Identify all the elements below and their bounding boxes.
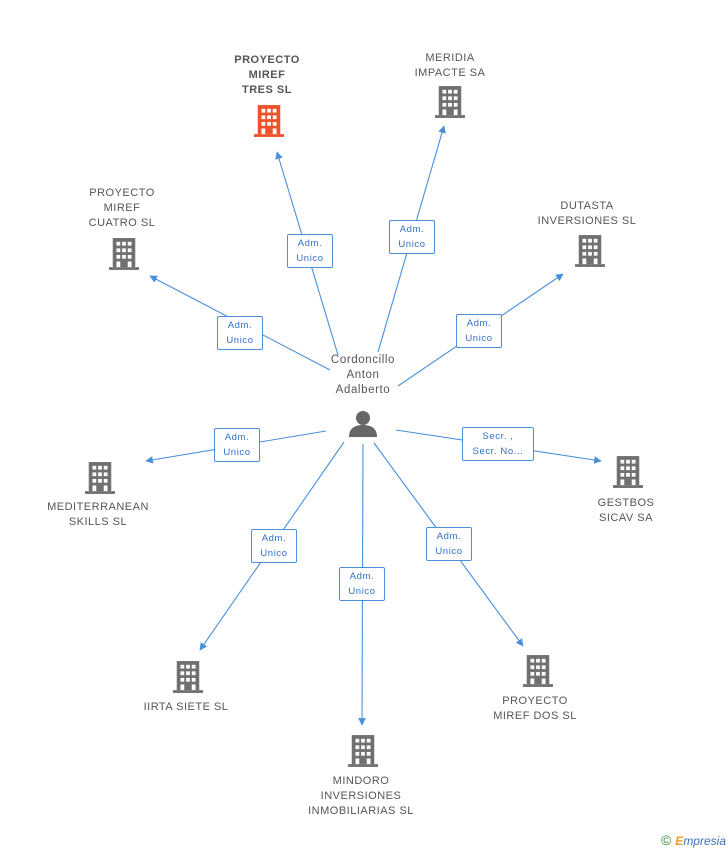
role-badge-proyecto-miref-dos: Adm. Unico: [426, 527, 472, 561]
company-name-meridia[interactable]: MERIDIA IMPACTE SA: [414, 52, 486, 79]
company-name-proyecto-miref-cuatro[interactable]: PROYECTO MIREF CUATRO SL: [88, 187, 156, 229]
role-badge-mediterranean: Adm. Unico: [214, 428, 260, 462]
company-name-proyecto-miref-dos[interactable]: PROYECTO MIREF DOS SL: [493, 695, 577, 722]
role-badge-gestbos: Secr. , Secr. No...: [462, 427, 534, 461]
company-name-mindoro[interactable]: MINDORO INVERSIONES INMOBILIARIAS SL: [308, 775, 414, 817]
person-icon[interactable]: [349, 411, 377, 437]
company-name-proyecto-miref-tres[interactable]: PROYECTO MIREF TRES SL: [234, 54, 300, 96]
role-badge-mindoro: Adm. Unico: [339, 567, 385, 601]
role-badge-iirta: Adm. Unico: [251, 529, 297, 563]
footer-brand: ©Empresia: [661, 832, 726, 848]
role-badge-proyecto-miref-tres: Adm. Unico: [287, 234, 333, 268]
building-icon[interactable]: [348, 735, 378, 767]
brand-name: mpresia: [683, 834, 726, 848]
building-icon[interactable]: [254, 105, 284, 137]
building-icon[interactable]: [435, 86, 465, 118]
building-icon[interactable]: [109, 238, 139, 270]
role-badge-meridia: Adm. Unico: [389, 220, 435, 254]
company-name-dutasta[interactable]: DUTASTA INVERSIONES SL: [537, 200, 637, 227]
role-badge-dutasta: Adm. Unico: [456, 314, 502, 348]
copyright-icon: ©: [660, 832, 672, 848]
role-badge-proyecto-miref-cuatro: Adm. Unico: [217, 316, 263, 350]
building-icon[interactable]: [173, 661, 203, 693]
person-name[interactable]: Cordoncillo Anton Adalberto: [330, 354, 396, 396]
building-icon[interactable]: [613, 456, 643, 488]
company-name-gestbos[interactable]: GESTBOS SICAV SA: [597, 497, 655, 524]
company-name-iirta[interactable]: IIRTA SIETE SL: [143, 701, 229, 713]
building-icon[interactable]: [575, 235, 605, 267]
building-icon[interactable]: [523, 655, 553, 687]
brand-initial: E: [675, 834, 684, 848]
company-name-mediterranean[interactable]: MEDITERRANEAN SKILLS SL: [47, 501, 149, 528]
building-icon[interactable]: [85, 462, 115, 494]
